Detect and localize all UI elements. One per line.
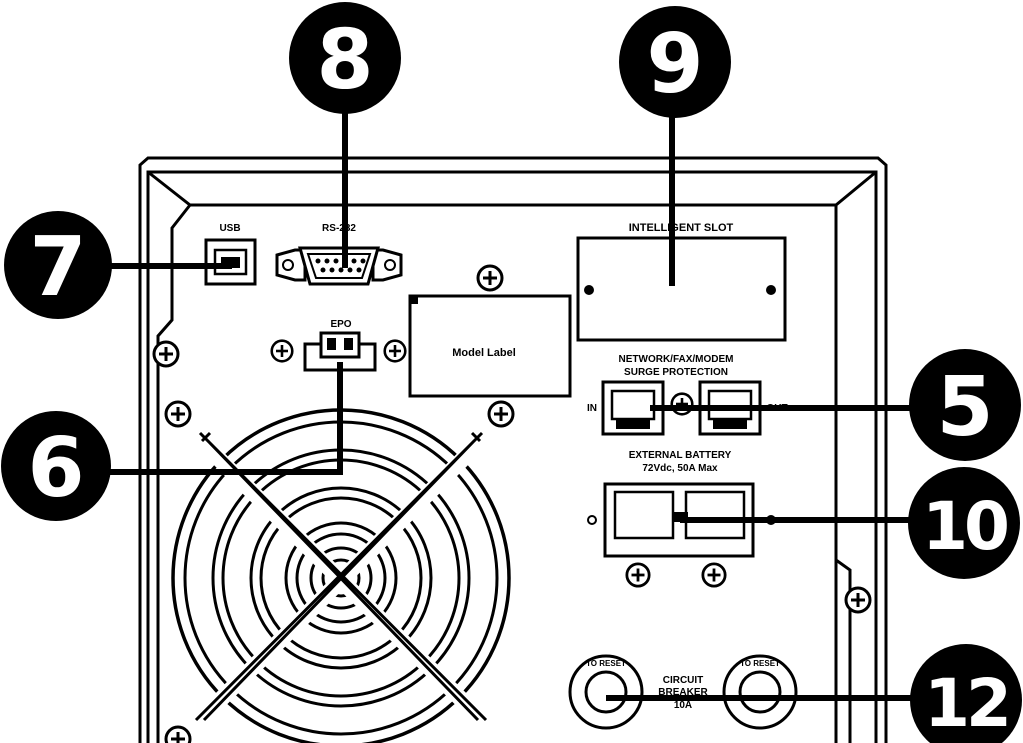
epo-connector: EPO <box>270 319 407 372</box>
breaker-label-line1: CIRCUIT <box>663 675 704 686</box>
chassis <box>138 156 888 743</box>
breaker-left: TO RESET <box>568 654 644 730</box>
callout-7: 7 <box>4 211 112 319</box>
in-label: IN <box>587 403 597 414</box>
battery-label-line1: EXTERNAL BATTERY <box>629 450 732 461</box>
leader-lines <box>100 100 918 701</box>
callout-12: 12 <box>910 644 1022 743</box>
circuit-breakers: CIRCUIT BREAKER 10A TO RESET TO RESET <box>568 654 798 730</box>
battery-label-line2: 72Vdc, 50A Max <box>642 463 718 474</box>
callout-8: 8 <box>289 2 401 114</box>
callout-6: 6 <box>1 411 111 521</box>
model-label-text: Model Label <box>452 347 516 359</box>
svg-text:10: 10 <box>922 488 1007 565</box>
svg-text:6: 6 <box>27 421 84 516</box>
usb-port: USB <box>204 223 257 286</box>
model-label-plate: Model Label <box>408 294 572 398</box>
breaker-right: TO RESET <box>722 654 798 730</box>
breaker-label-line3: 10A <box>674 700 692 711</box>
svg-text:9: 9 <box>646 17 703 112</box>
rs232-port: RS-232 <box>275 223 403 286</box>
callout-5: 5 <box>909 349 1021 461</box>
breaker-left-reset-text: TO RESET <box>586 659 626 668</box>
surge-protection-ports: NETWORK/FAX/MODEM SURGE PROTECTION IN OU… <box>587 354 788 436</box>
svg-text:12: 12 <box>924 665 1008 742</box>
epo-label: EPO <box>330 319 351 330</box>
rs232-label: RS-232 <box>322 223 356 234</box>
intelligent-slot: INTELLIGENT SLOT <box>576 222 787 342</box>
breaker-label-line2: BREAKER <box>658 687 708 698</box>
callout-9: 9 <box>619 6 731 118</box>
surge-label-line1: NETWORK/FAX/MODEM <box>619 354 734 365</box>
breaker-right-reset-text: TO RESET <box>740 659 780 668</box>
svg-text:7: 7 <box>29 220 86 315</box>
svg-text:8: 8 <box>316 13 373 108</box>
callout-10: 10 <box>908 467 1020 579</box>
surge-label-line2: SURGE PROTECTION <box>624 367 728 378</box>
usb-label: USB <box>219 223 240 234</box>
svg-text:5: 5 <box>936 360 993 455</box>
intelligent-slot-label: INTELLIGENT SLOT <box>629 222 734 234</box>
